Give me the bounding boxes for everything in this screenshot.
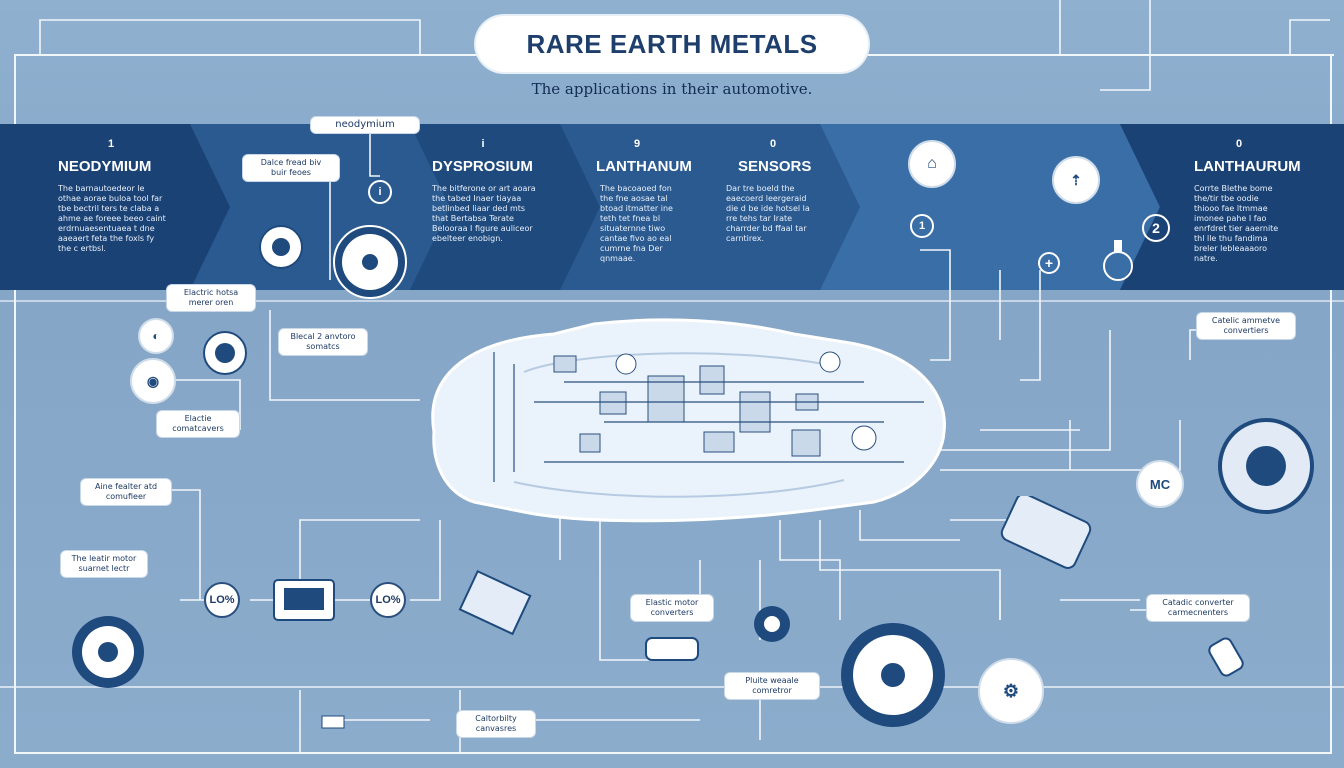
wheel-icon-large <box>841 623 945 727</box>
segment-5-title: LANTHAURUM <box>1194 158 1301 175</box>
electric-label-2: Blecal 2 anvtoro somatcs <box>278 328 368 356</box>
bottom-left-label: Caltorbilty canvasres <box>456 710 536 738</box>
segment-5-number: 0 <box>1235 138 1243 150</box>
segment-2-title: DYSPROSIUM <box>432 158 533 175</box>
motor-label: The leatir motor suarnet lectr <box>60 550 148 578</box>
catalytic-label-1: Catelic ammetve convertiers <box>1196 312 1296 340</box>
frame-mid-line <box>0 300 1344 302</box>
icon-circle-1: ⌂ <box>908 140 956 188</box>
icon-circle-6: ⚙ <box>978 658 1044 724</box>
electric-label-1: Elactric hotsa merer oren <box>166 284 256 312</box>
icon-circle-2: ⇡ <box>1052 156 1100 204</box>
segment-4-title: SENSORS <box>738 158 812 175</box>
gear-icon <box>333 225 407 299</box>
segment-2-number: i <box>481 138 485 150</box>
icon-circle-3: MC <box>1136 460 1184 508</box>
number-badge-i: i <box>368 180 392 204</box>
segment-5-desc: Corrte Blethe bome the/tir tbe oodie thi… <box>1194 184 1279 263</box>
frame-right-line <box>1330 54 1332 754</box>
brake-converter-label: Aine fealter atd comufieer <box>80 478 172 506</box>
motor-icon <box>203 331 247 375</box>
frame-left-line <box>14 54 16 754</box>
sensor-icon <box>754 606 790 642</box>
percent-badge-1: LO% <box>204 582 240 618</box>
segment-4-number: 0 <box>769 138 777 150</box>
screen-icon <box>273 579 335 621</box>
segment-1-desc: The barnautoedeor le othae aorae buloa t… <box>58 184 166 253</box>
segment-1-number: 1 <box>107 138 115 150</box>
elastic-motor-label: Elastic motor converters <box>630 594 714 622</box>
percent-badge-2: LO% <box>370 582 406 618</box>
top-chip-label: Dalce fread biv buir feoes <box>242 154 340 182</box>
segment-3-number: 9 <box>633 138 641 150</box>
segment-3-title: LANTHANUM <box>596 158 692 175</box>
bottom-converter-label: Pluite weaale comretror <box>724 672 820 700</box>
lightbulb-icon <box>1103 240 1133 281</box>
battery-icon <box>1000 496 1092 569</box>
neodymium-tag: neodymium <box>310 116 420 134</box>
plug-icon <box>1208 637 1244 677</box>
frame-bottom-line <box>14 752 1332 754</box>
plate-icon <box>458 569 532 636</box>
catalytic-label-2: Catadic converter carmecnenters <box>1146 594 1250 622</box>
small-plug-icon <box>321 715 345 729</box>
icon-circle-4: ◐ <box>138 318 174 354</box>
plus-icon: + <box>1038 252 1060 274</box>
wheel-icon <box>72 616 144 688</box>
segment-3-desc: The bacoaoed fon the fne aosae tal btoad… <box>600 184 673 263</box>
number-badge-1: 1 <box>910 214 934 238</box>
car-illustration <box>431 318 946 523</box>
segment-1-title: NEODYMIUM <box>58 158 152 175</box>
segment-4-desc: Dar tre boeld the eaecoerd leergeraid di… <box>726 184 810 243</box>
page-subtitle: The applications in their automotive. <box>531 80 813 98</box>
icon-circle-5: ◉ <box>130 358 176 404</box>
gear-icon-right <box>1218 418 1314 514</box>
magnet-icon <box>259 225 303 269</box>
segment-2-desc: The bitferone or art aoara the tabed Ina… <box>432 184 536 243</box>
number-badge-2: 2 <box>1142 214 1170 242</box>
car-small-icon <box>645 637 699 661</box>
frame-low-line <box>0 686 1344 688</box>
electric-label-3: Elactie comatcavers <box>156 410 240 438</box>
page-title: RARE EARTH METALS <box>476 16 868 72</box>
